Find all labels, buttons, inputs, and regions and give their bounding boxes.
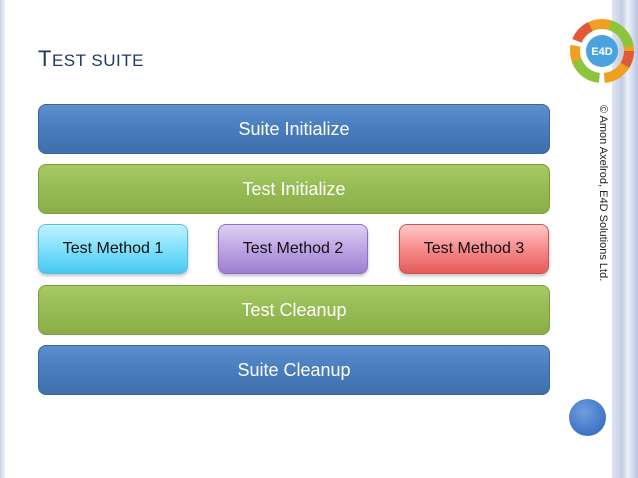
suite-cleanup-label: Suite Cleanup [237,359,351,380]
test-cleanup-label: Test Cleanup [241,299,347,320]
decorative-circle [569,399,606,436]
test-initialize-block: Test Initialize [38,164,550,214]
test-method-2-block: Test Method 2 [218,224,368,274]
title-first-letter: T [38,46,52,71]
left-accent-bar [0,0,5,478]
test-method-3-label: Test Method 3 [423,240,525,257]
test-initialize-label: Test Initialize [242,178,346,199]
test-method-1-label: Test Method 1 [62,240,164,257]
copyright-text: © Amon Axelrod, E4D Solutions Ltd. [597,105,609,282]
suite-initialize-block: Suite Initialize [38,104,550,154]
e4d-logo-icon: E4D [570,19,634,83]
slide-title: TEST SUITE [38,46,144,72]
suite-initialize-label: Suite Initialize [238,118,350,139]
test-method-2-label: Test Method 2 [242,240,344,257]
test-method-3-block: Test Method 3 [399,224,549,274]
test-method-1-block: Test Method 1 [38,224,188,274]
suite-cleanup-block: Suite Cleanup [38,345,550,395]
test-cleanup-block: Test Cleanup [38,285,550,335]
logo-text: E4D [591,46,612,58]
title-rest: EST SUITE [51,51,144,70]
